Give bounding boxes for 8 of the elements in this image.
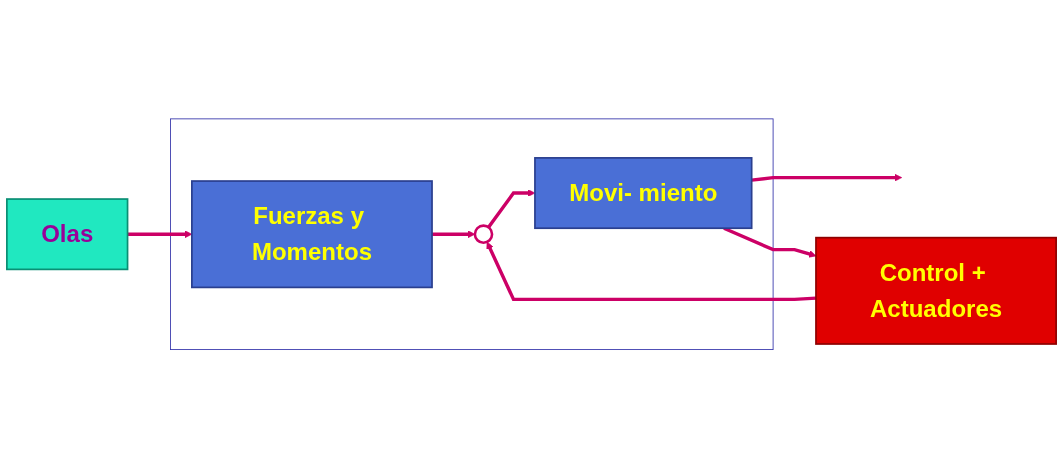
- node-box: Control + Actuadores: [815, 236, 1057, 345]
- arrow: [751, 173, 903, 182]
- node-circle: [473, 224, 494, 244]
- node-box: Olas: [6, 198, 129, 271]
- arrow: [432, 230, 476, 238]
- cluster: [170, 118, 774, 350]
- node-box: Movi- miento: [534, 156, 753, 229]
- node-box: Fuerzas y Momentos: [191, 179, 433, 289]
